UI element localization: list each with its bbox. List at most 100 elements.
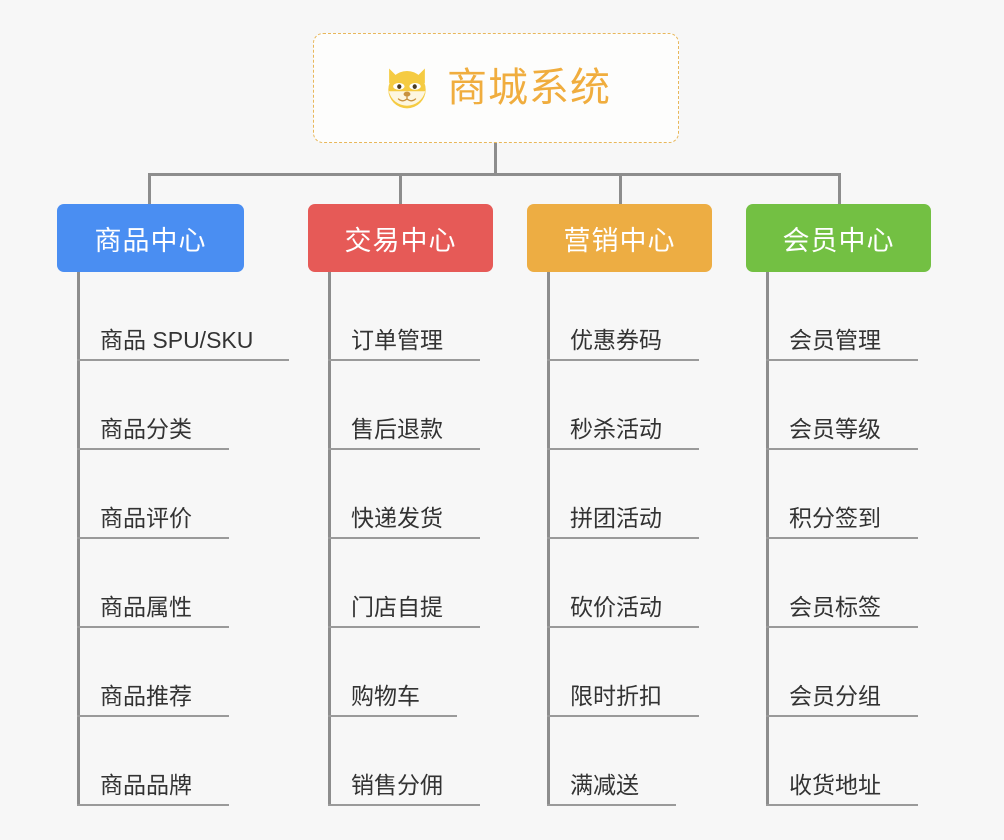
leaf-label: 购物车 (351, 682, 420, 709)
leaf-item[interactable]: 商品推荐 (77, 628, 237, 717)
branch-items-2: 订单管理 售后退款 快递发货 门店自提 购物车 销售分佣 (308, 272, 493, 832)
branch-spine-4 (766, 272, 769, 806)
leaf-item[interactable]: 限时折扣 (547, 628, 707, 717)
leaf-underline (328, 626, 480, 628)
leaf-label: 拼团活动 (570, 504, 662, 531)
leaf-label: 积分签到 (789, 504, 881, 531)
connector-horizontal-bus (148, 173, 841, 176)
leaf-label: 会员标签 (789, 593, 881, 620)
leaf-item[interactable]: 商品分类 (77, 361, 237, 450)
leaf-label: 商品 SPU/SKU (100, 326, 254, 353)
shiba-dog-face-icon (388, 68, 426, 109)
leaf-item[interactable]: 商品品牌 (77, 717, 237, 806)
connector-drop-2 (399, 173, 402, 205)
leaf-item[interactable]: 订单管理 (328, 272, 488, 361)
branch-header-2[interactable]: 交易中心 (308, 204, 493, 272)
leaf-underline (766, 359, 918, 361)
leaf-item[interactable]: 商品 SPU/SKU (77, 272, 297, 361)
leaf-item[interactable]: 商品属性 (77, 539, 237, 628)
leaf-underline (77, 537, 229, 539)
leaf-underline (766, 626, 918, 628)
leaf-label: 收货地址 (789, 771, 881, 798)
leaf-item[interactable]: 销售分佣 (328, 717, 488, 806)
leaf-label: 商品品牌 (100, 771, 192, 798)
branch-items-1: 商品 SPU/SKU 商品分类 商品评价 商品属性 商品推荐 商品品牌 (57, 272, 289, 832)
branch-title-1: 商品中心 (94, 225, 207, 256)
leaf-underline (328, 359, 480, 361)
leaf-label: 商品属性 (100, 593, 192, 620)
leaf-label: 会员管理 (789, 326, 881, 353)
leaf-label: 销售分佣 (351, 771, 443, 798)
leaf-underline (766, 715, 918, 717)
leaf-underline (766, 804, 918, 806)
leaf-underline (547, 804, 676, 806)
leaf-item[interactable]: 积分签到 (766, 450, 926, 539)
branch-column-3: 营销中心 优惠券码 秒杀活动 拼团活动 砍价活动 限时折扣 (527, 204, 712, 832)
branch-column-4: 会员中心 会员管理 会员等级 积分签到 会员标签 会员分组 (746, 204, 931, 832)
leaf-item[interactable]: 售后退款 (328, 361, 488, 450)
leaf-label: 订单管理 (351, 326, 443, 353)
leaf-underline (328, 804, 480, 806)
leaf-underline (766, 448, 918, 450)
leaf-label: 商品分类 (100, 415, 192, 442)
branch-column-1: 商品中心 商品 SPU/SKU 商品分类 商品评价 商品属性 商品推荐 (57, 204, 289, 832)
branch-items-3: 优惠券码 秒杀活动 拼团活动 砍价活动 限时折扣 满减送 (527, 272, 712, 832)
leaf-item[interactable]: 会员等级 (766, 361, 926, 450)
leaf-underline (547, 715, 699, 717)
branch-spine-1 (77, 272, 80, 806)
branch-header-4[interactable]: 会员中心 (746, 204, 931, 272)
leaf-label: 秒杀活动 (570, 415, 662, 442)
leaf-underline (77, 359, 289, 361)
branch-header-3[interactable]: 营销中心 (527, 204, 712, 272)
leaf-item[interactable]: 收货地址 (766, 717, 926, 806)
leaf-item[interactable]: 会员分组 (766, 628, 926, 717)
branch-title-4: 会员中心 (782, 225, 895, 256)
leaf-label: 售后退款 (351, 415, 443, 442)
leaf-label: 会员等级 (789, 415, 881, 442)
leaf-underline (766, 537, 918, 539)
leaf-item[interactable]: 快递发货 (328, 450, 488, 539)
leaf-underline (547, 359, 699, 361)
leaf-underline (77, 448, 229, 450)
leaf-label: 门店自提 (351, 593, 443, 620)
leaf-item[interactable]: 会员管理 (766, 272, 926, 361)
root-title: 商城系统 (447, 66, 611, 110)
leaf-item[interactable]: 会员标签 (766, 539, 926, 628)
leaf-underline (328, 537, 480, 539)
branch-spine-2 (328, 272, 331, 806)
branch-header-1[interactable]: 商品中心 (57, 204, 244, 272)
leaf-underline (77, 804, 229, 806)
leaf-underline (547, 448, 699, 450)
leaf-label: 限时折扣 (570, 682, 662, 709)
leaf-label: 商品评价 (100, 504, 192, 531)
leaf-item[interactable]: 商品评价 (77, 450, 237, 539)
connector-drop-1 (148, 173, 151, 205)
connector-root-stem (494, 143, 497, 176)
leaf-item[interactable]: 砍价活动 (547, 539, 707, 628)
leaf-label: 快递发货 (351, 504, 443, 531)
leaf-label: 满减送 (570, 771, 639, 798)
branch-items-4: 会员管理 会员等级 积分签到 会员标签 会员分组 收货地址 (746, 272, 931, 832)
leaf-label: 优惠券码 (570, 326, 662, 353)
leaf-item[interactable]: 门店自提 (328, 539, 488, 628)
leaf-underline (547, 626, 699, 628)
leaf-underline (547, 537, 699, 539)
leaf-underline (77, 626, 229, 628)
leaf-item[interactable]: 满减送 (547, 717, 684, 806)
leaf-underline (328, 715, 457, 717)
leaf-item[interactable]: 拼团活动 (547, 450, 707, 539)
leaf-underline (77, 715, 229, 717)
leaf-item[interactable]: 优惠券码 (547, 272, 707, 361)
branch-title-2: 交易中心 (344, 225, 457, 256)
leaf-underline (328, 448, 480, 450)
branch-spine-3 (547, 272, 550, 806)
branch-title-3: 营销中心 (563, 225, 676, 256)
leaf-item[interactable]: 秒杀活动 (547, 361, 707, 450)
branch-column-2: 交易中心 订单管理 售后退款 快递发货 门店自提 购物车 (308, 204, 493, 832)
connector-drop-3 (619, 173, 622, 205)
leaf-label: 砍价活动 (570, 593, 662, 620)
root-node[interactable]: 商城系统 (313, 33, 679, 143)
leaf-item[interactable]: 购物车 (328, 628, 465, 717)
leaf-label: 商品推荐 (100, 682, 192, 709)
